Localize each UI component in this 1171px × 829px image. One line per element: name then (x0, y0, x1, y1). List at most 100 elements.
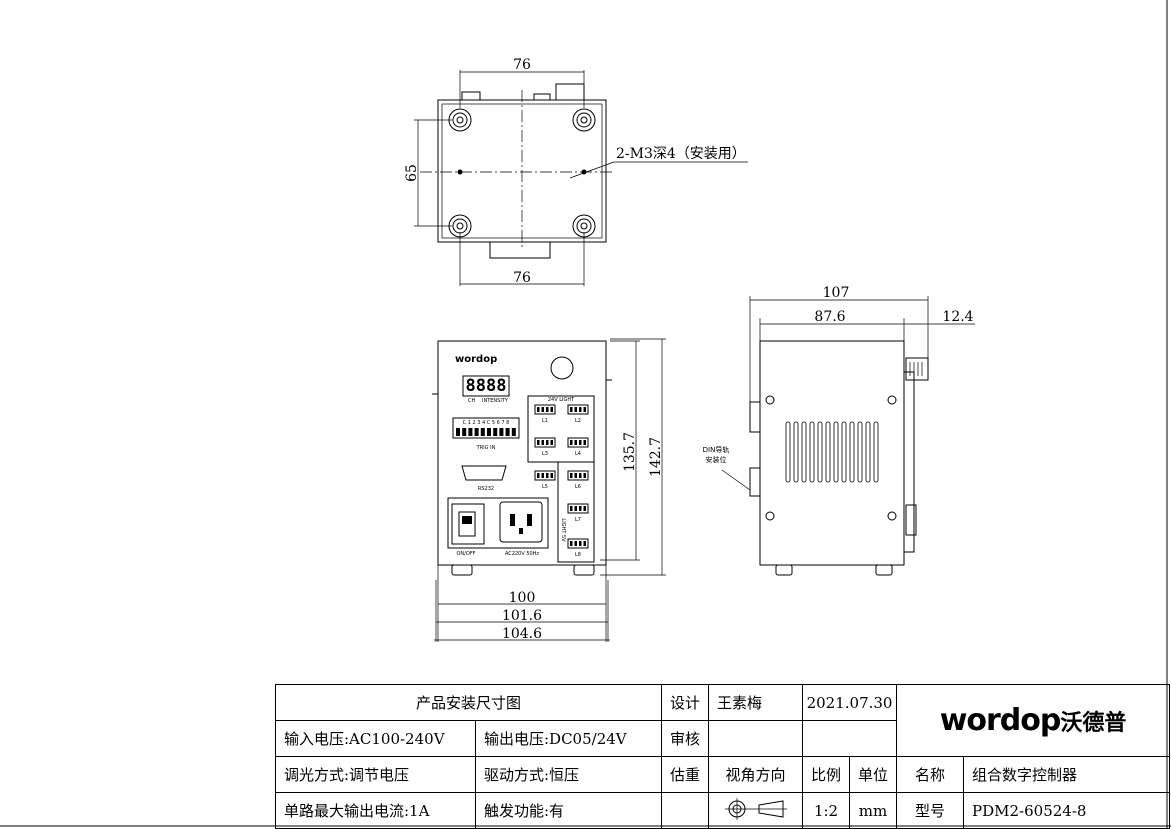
ac-label: AC220V 50Hz (505, 551, 539, 557)
port-label-l6: L6 (575, 484, 581, 490)
dim-side-depth-body: 87.6 (814, 309, 845, 325)
port-label-l1: L1 (542, 418, 548, 424)
dimming-method: 调光方式:调节电压 (275, 756, 476, 793)
view-label: 视角方向 (708, 756, 804, 793)
dim-side-depth-total: 107 (823, 285, 850, 301)
side-connector (905, 357, 929, 381)
display-label-intensity: INTENSITY (482, 398, 509, 404)
vent-slot (801, 421, 807, 483)
port-l7-connector (567, 503, 589, 514)
weight-label: 估重 (661, 756, 710, 793)
light-header: 24V LIGHT (548, 397, 575, 403)
mount-note: 2-M3深4（安装用） (616, 146, 746, 162)
onoff-label: ON/OFF (456, 551, 475, 557)
dim-side-connector: 12.4 (942, 309, 973, 325)
port-l2-connector (567, 404, 589, 415)
company-logo: wordop沃德普 (896, 684, 1171, 757)
din-note-line1: DIN导轨 (703, 445, 730, 454)
model-label: 型号 (896, 792, 965, 829)
vent-slot (825, 421, 831, 483)
port-label-l8: L8 (575, 552, 581, 558)
rs232-connector (461, 465, 507, 481)
port-l4-connector (567, 437, 589, 448)
trig-pin (468, 428, 473, 436)
trig-pin (499, 428, 504, 436)
vent-slot (857, 421, 863, 483)
unit-value: mm (849, 792, 898, 829)
display-label-ch: CH (468, 398, 475, 404)
vent-slot (873, 421, 879, 483)
trig-pin (480, 428, 485, 436)
title-block: 产品安装尺寸图 设计 王素梅 2021.07.30 wordop沃德普 输入电压… (274, 684, 1171, 829)
top-view (414, 70, 748, 286)
port-label-l3: L3 (542, 451, 548, 457)
trig-pin (505, 428, 510, 436)
name-value: 组合数字控制器 (963, 756, 1171, 793)
dim-front-height-outer: 142.7 (648, 437, 664, 477)
port-l1-connector (534, 404, 556, 415)
port-label-l4: L4 (575, 451, 581, 457)
dim-top-width-lower: 76 (513, 270, 531, 286)
unit-label: 单位 (849, 756, 898, 793)
projection-symbol-cell (708, 792, 804, 829)
port-l8-connector (567, 538, 589, 549)
trig-in-label: TRIG IN (476, 445, 496, 451)
review-date-cell (802, 720, 898, 757)
power-module (447, 497, 549, 549)
trig-pin (493, 428, 498, 436)
drive-method: 驱动方式:恒压 (474, 756, 663, 793)
knob (550, 356, 574, 380)
weight-value-cell (661, 792, 710, 829)
vent-slot (817, 421, 823, 483)
trig-pin (511, 428, 516, 436)
port-l5-connector (534, 470, 556, 481)
logo-wordop: wordop (939, 703, 1062, 738)
trig-pin (474, 428, 479, 436)
drawing-title: 产品安装尺寸图 (274, 684, 663, 721)
dim-front-width-1: 100 (509, 590, 536, 606)
output-voltage: 输出电压:DC05/24V (474, 720, 663, 757)
model-value: PDM2-60524-8 (963, 792, 1171, 829)
dim-top-width-upper: 76 (513, 57, 531, 73)
trig-pin (487, 428, 491, 436)
port-l6-connector (567, 470, 589, 481)
vent-slot (809, 421, 815, 483)
panel-logo: wordop (455, 354, 497, 365)
name-label: 名称 (896, 756, 965, 793)
date: 2021.07.30 (802, 684, 898, 721)
logo-cn: 沃德普 (1060, 711, 1127, 736)
digit-display (462, 375, 510, 397)
reviewer-cell (708, 720, 804, 757)
dim-front-width-2: 101.6 (502, 608, 542, 624)
light-side-label: LIGHT 5V (560, 518, 566, 542)
scale-label: 比例 (802, 756, 851, 793)
foot-tr (572, 108, 596, 132)
port-l3-connector (534, 437, 556, 448)
trig-pin (456, 428, 460, 436)
port-label-l7: L7 (575, 517, 581, 523)
power-switch (451, 503, 485, 545)
designer: 王素梅 (708, 684, 804, 721)
vent-slot (785, 421, 791, 483)
vent-slot (833, 421, 839, 483)
trig-numbers: C 1 2 3 4 C 5 6 7 8 (463, 420, 510, 426)
dim-front-width-3: 104.6 (502, 626, 542, 642)
rs232-label: RS232 (478, 486, 494, 492)
scale-value: 1:2 (802, 792, 851, 829)
port-label-l2: L2 (575, 418, 581, 424)
foot-tl (448, 108, 472, 132)
dim-front-height-inner: 135.7 (622, 432, 638, 472)
vent-slot (865, 421, 871, 483)
vent-slot (849, 421, 855, 483)
ac-inlet (499, 501, 543, 543)
dim-top-height: 65 (404, 164, 420, 182)
vent-slot (793, 421, 799, 483)
design-label: 设计 (661, 684, 710, 721)
projection-symbol-icon (724, 797, 787, 820)
display-digits: 8888 (466, 376, 507, 396)
trig-pin (462, 428, 467, 436)
trigger-function: 触发功能:有 (474, 792, 663, 829)
input-voltage: 输入电压:AC100-240V (275, 720, 476, 757)
